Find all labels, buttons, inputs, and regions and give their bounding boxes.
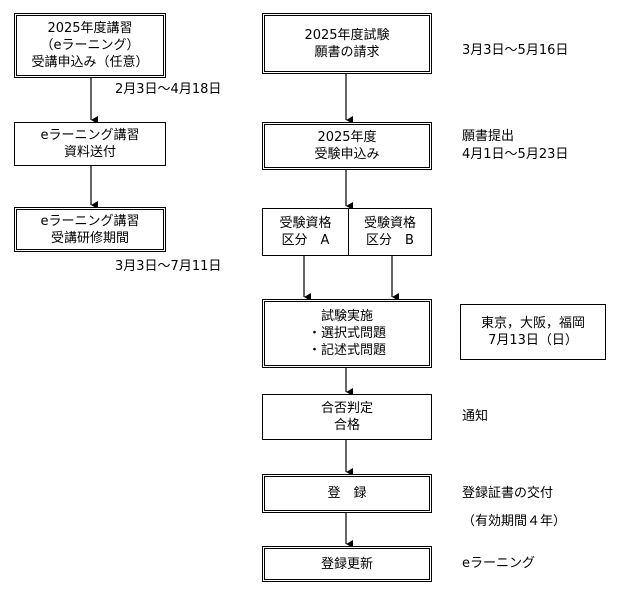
left-box-study-period: eラーニング講習 受講研修期間	[14, 207, 166, 252]
text-line: 試験実施	[320, 309, 373, 324]
right-note-6-line-1: 登録証書の交付	[462, 486, 554, 501]
text-line: 東京，大阪，福岡	[480, 316, 585, 331]
left-date-1: 2月3日～4月18日	[115, 82, 222, 97]
right-date-1: 3月3日～5月16日	[462, 43, 569, 58]
right-box-renewal: 登録更新	[262, 546, 432, 582]
text-line: 2025年度試験	[304, 27, 390, 43]
right-box-qualification-a: 受験資格 区分 A	[262, 208, 349, 256]
text-line: 願書の請求	[314, 44, 380, 60]
right-note-5: 通知	[462, 409, 489, 424]
right-box-exam: 試験実施 ・選択式問題 ・記述式問題	[262, 299, 432, 368]
text-line: ・選択式問題	[307, 326, 386, 341]
right-note-7: eラーニング	[462, 556, 535, 571]
right-box-registration: 登 録	[262, 474, 432, 513]
text-line: 受験申込み	[314, 147, 380, 162]
text-line: 受験資格	[363, 216, 416, 231]
text-line: 7月13日（日）	[488, 333, 578, 348]
right-note-2-line-2: 4月1日～5月23日	[462, 147, 569, 162]
right-note-6-line-2: （有効期間４年）	[462, 514, 567, 529]
text-line: （eラーニング）	[40, 38, 140, 53]
text-line: 受講申込み（任意）	[31, 55, 149, 70]
text-line: 2025年度	[317, 130, 377, 145]
text-line: ・記述式問題	[307, 343, 386, 358]
left-box-materials: eラーニング講習 資料送付	[14, 122, 166, 166]
right-box-request: 2025年度試験 願書の請求	[262, 13, 432, 74]
text-line: 区分 B	[366, 233, 414, 248]
left-date-3: 3月3日～7月11日	[115, 259, 222, 274]
text-line: 受講研修期間	[50, 230, 129, 246]
text-line: 合否判定	[320, 401, 373, 416]
text-line: 登録更新	[320, 556, 373, 572]
text-line: 資料送付	[63, 145, 116, 160]
text-line: eラーニング講習	[40, 128, 140, 143]
text-line: 区分 A	[281, 233, 330, 248]
left-box-application: 2025年度講習 （eラーニング） 受講申込み（任意）	[14, 13, 166, 78]
text-line: 登 録	[327, 486, 367, 501]
right-box-qualification-b: 受験資格 区分 B	[348, 208, 432, 256]
right-box-result: 合否判定 合格	[262, 394, 432, 440]
text-line: 合格	[333, 418, 360, 433]
right-note-2-line-1: 願書提出	[462, 129, 515, 144]
text-line: 2025年度講習	[47, 21, 133, 36]
right-box-venue: 東京，大阪，福岡 7月13日（日）	[460, 304, 606, 360]
text-line: eラーニング講習	[40, 213, 140, 229]
text-line: 受験資格	[279, 216, 332, 231]
right-box-exam-application: 2025年度 受験申込み	[262, 122, 432, 170]
